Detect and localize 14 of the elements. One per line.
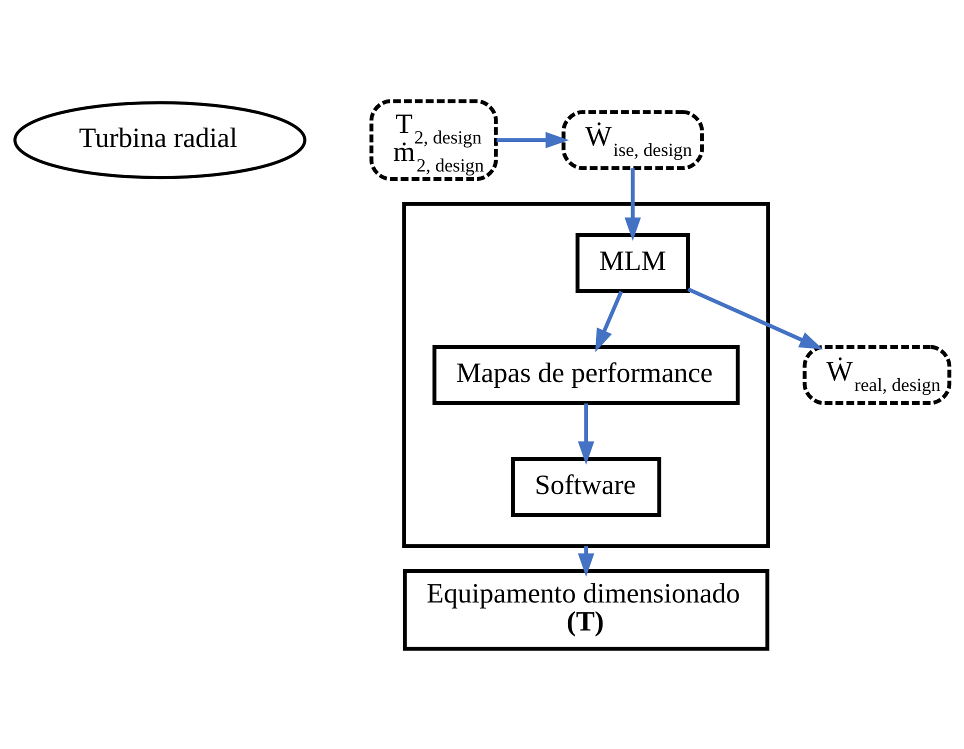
cluster	[402, 201, 770, 548]
arrow	[595, 290, 623, 352]
arrow	[624, 168, 641, 240]
node-box: Equipamento dimensionado (T)	[402, 568, 770, 650]
node-box: Ẇ$_{real, design}$	[802, 344, 952, 404]
arrow	[687, 286, 823, 349]
arrow	[578, 402, 594, 464]
node-box: Software	[511, 456, 662, 516]
node-ellipse: Turbina radial	[13, 100, 306, 179]
node-box: Ẇ$_{ise, design}$	[562, 110, 704, 170]
node-box: T$_{2, design}$ ṁ$_{2, design}$	[369, 98, 498, 180]
node-box: MLM	[576, 232, 690, 292]
arrow	[496, 131, 569, 148]
node-box: Mapas de performance	[432, 344, 740, 404]
